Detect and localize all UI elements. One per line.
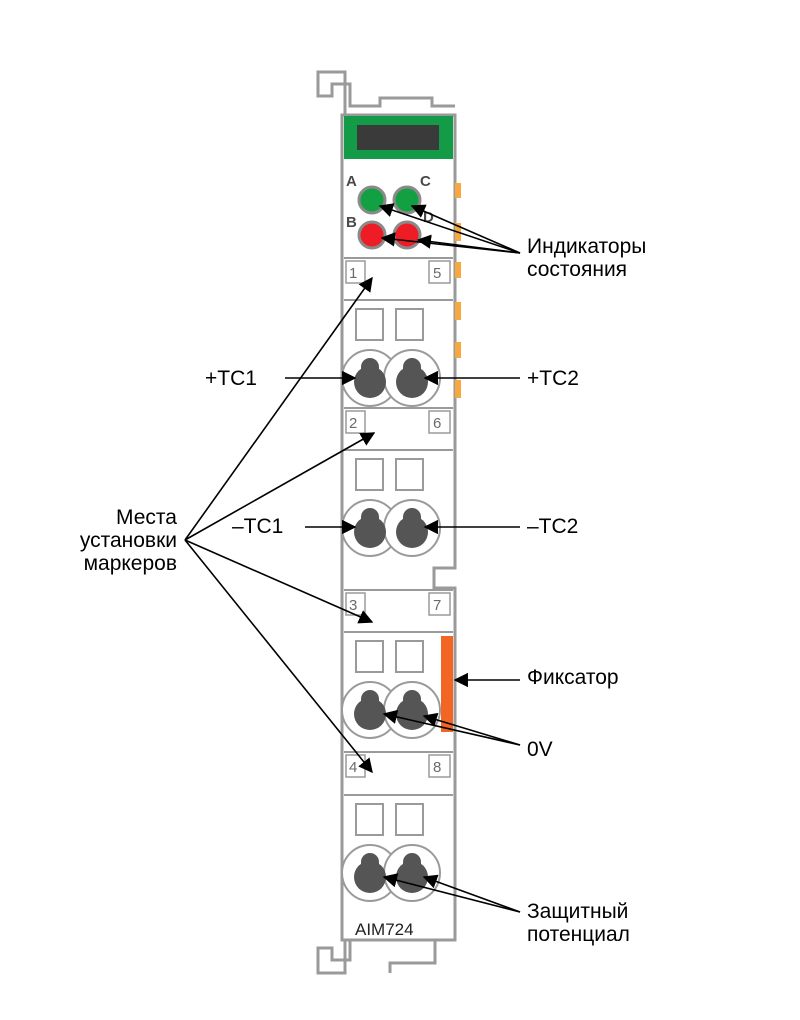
terminal-release-left[interactable] bbox=[354, 358, 386, 398]
wire-opening-left[interactable] bbox=[355, 308, 384, 341]
label-latch: Фиксатор bbox=[527, 666, 619, 689]
arrow-indicators-d bbox=[416, 234, 521, 254]
terminal-release-left[interactable] bbox=[354, 690, 386, 730]
marker-number-box-right bbox=[428, 592, 451, 616]
marker-number-right: 8 bbox=[433, 759, 441, 776]
label-tc1-minus: –TC1 bbox=[232, 515, 283, 538]
status-display-window bbox=[357, 125, 439, 150]
model-label: AIM724 bbox=[355, 920, 414, 939]
wire-opening-right[interactable] bbox=[395, 803, 424, 836]
label-shield-1: Защитный bbox=[527, 900, 628, 923]
arrow-indicators-a bbox=[378, 203, 521, 254]
callout-arrows bbox=[184, 203, 521, 913]
arrow-marker-2 bbox=[184, 432, 376, 541]
arrow-0v-right bbox=[422, 712, 521, 746]
terminal-block-1 bbox=[341, 299, 453, 407]
marker-number-box-right bbox=[428, 754, 451, 778]
label-tc2-plus: +TC2 bbox=[527, 367, 579, 390]
led-letter-a: A bbox=[346, 173, 357, 190]
terminal-block-2 bbox=[341, 449, 453, 557]
wire-opening-left[interactable] bbox=[355, 803, 384, 836]
led-letter-c: C bbox=[420, 173, 431, 190]
marker-number-right: 6 bbox=[433, 415, 441, 432]
terminal-release-right[interactable] bbox=[396, 358, 428, 398]
marker-number-right: 5 bbox=[433, 265, 441, 282]
bottom-rail-clip bbox=[316, 940, 352, 975]
top-rail-clip bbox=[316, 70, 455, 115]
latch-bar bbox=[441, 636, 453, 732]
arrow-marker-1 bbox=[184, 276, 373, 541]
arrow-0v-left bbox=[382, 709, 521, 746]
terminal-release-right[interactable] bbox=[396, 508, 428, 548]
arrow-shield-left bbox=[382, 873, 521, 913]
wire-opening-left[interactable] bbox=[355, 640, 384, 673]
led-c bbox=[392, 185, 422, 215]
arrow-indicators-c bbox=[410, 204, 521, 254]
marker-number-right: 7 bbox=[433, 597, 441, 614]
marker-number-left: 3 bbox=[349, 597, 357, 614]
label-tc1-plus: +TC1 bbox=[205, 367, 257, 390]
led-letter-d: D bbox=[423, 209, 434, 226]
marker-number-box-left bbox=[345, 410, 366, 434]
wire-opening-right[interactable] bbox=[395, 308, 424, 341]
marker-number-left: 4 bbox=[349, 759, 357, 776]
wire-opening-right[interactable] bbox=[395, 458, 424, 491]
marker-number-box-right bbox=[428, 260, 451, 284]
arrow-shield-right bbox=[422, 874, 521, 913]
terminal-release-right[interactable] bbox=[396, 853, 428, 893]
label-markers-3: маркеров bbox=[84, 552, 177, 575]
led-a bbox=[357, 185, 387, 215]
terminal-release-left[interactable] bbox=[354, 853, 386, 893]
led-d bbox=[392, 220, 422, 250]
led-letter-b: B bbox=[346, 214, 357, 231]
label-indicators-2: состояния bbox=[527, 258, 627, 281]
wire-opening-right[interactable] bbox=[395, 640, 424, 673]
terminal-release-left[interactable] bbox=[354, 508, 386, 548]
marker-number-left: 1 bbox=[349, 265, 357, 282]
label-0v: 0V bbox=[527, 738, 553, 761]
label-indicators-1: Индикаторы bbox=[527, 235, 646, 258]
label-shield-2: потенциал bbox=[527, 923, 630, 946]
marker-number-box-right bbox=[428, 410, 451, 434]
label-markers-2: установки bbox=[80, 529, 177, 552]
marker-number-left: 2 bbox=[349, 415, 357, 432]
bottom-rail-step bbox=[388, 940, 437, 973]
led-b bbox=[357, 220, 387, 250]
label-tc2-minus: –TC2 bbox=[527, 515, 578, 538]
arrow-marker-4 bbox=[184, 539, 373, 774]
wire-opening-left[interactable] bbox=[355, 458, 384, 491]
arrow-marker-3 bbox=[184, 539, 374, 624]
label-markers-1: Места bbox=[116, 506, 177, 529]
